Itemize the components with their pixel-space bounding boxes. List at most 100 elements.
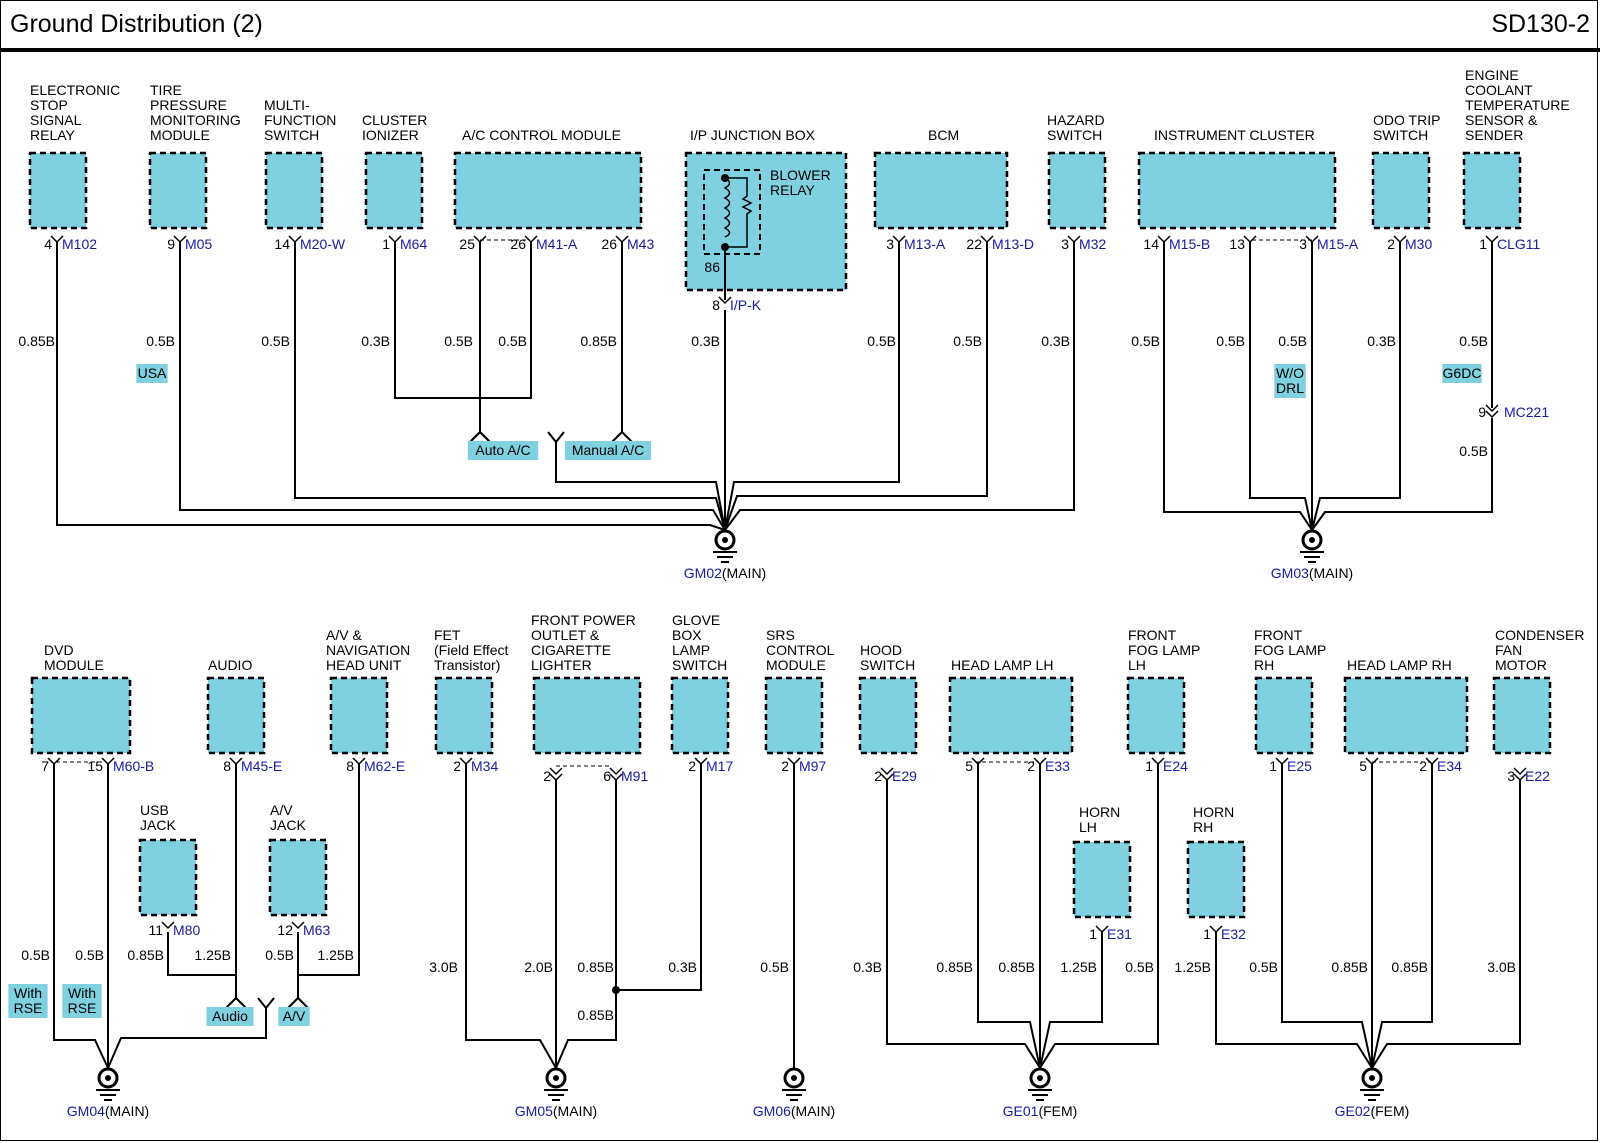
wire bbox=[1311, 242, 1401, 531]
relay-label: RELAY bbox=[770, 182, 816, 198]
pin-number: 8 bbox=[223, 758, 231, 774]
option-label: RSE bbox=[68, 1000, 97, 1016]
component-bcm: BCM bbox=[873, 127, 1009, 230]
pin-number: 5 bbox=[965, 758, 973, 774]
pin-number: 3 bbox=[1299, 236, 1307, 252]
wire-spec: 1.25B bbox=[194, 947, 231, 963]
wire bbox=[555, 442, 726, 531]
wire bbox=[257, 997, 267, 1009]
component-box bbox=[764, 676, 824, 755]
component-label: TEMPERATURE bbox=[1465, 97, 1570, 113]
wire bbox=[298, 764, 360, 976]
pin-number: 3 bbox=[886, 236, 894, 252]
pin-number: 2 bbox=[1027, 758, 1035, 774]
pin-number: 2 bbox=[688, 758, 696, 774]
header-divider bbox=[0, 48, 1600, 52]
wire-spec: 1.25B bbox=[317, 947, 354, 963]
component-label: HEAD LAMP LH bbox=[951, 657, 1053, 673]
connector-code: M15-A bbox=[1317, 236, 1359, 252]
ground-point-center bbox=[553, 1075, 559, 1081]
connector-code: M91 bbox=[621, 768, 648, 784]
pin-number: 6 bbox=[603, 768, 611, 784]
ground-point-center bbox=[1369, 1075, 1375, 1081]
connector-code: E33 bbox=[1045, 758, 1070, 774]
component-label: SWITCH bbox=[672, 657, 727, 673]
pin-number: 1 bbox=[1089, 926, 1097, 942]
component-ic: INSTRUMENT CLUSTER bbox=[1137, 127, 1337, 230]
component-label: I/P JUNCTION BOX bbox=[690, 127, 816, 143]
connector-code: E25 bbox=[1287, 758, 1312, 774]
inline-connector bbox=[1485, 404, 1499, 419]
wire-spec: 0.5B bbox=[953, 333, 982, 349]
ground-label: GM02(MAIN) bbox=[684, 565, 766, 581]
option-box bbox=[1442, 364, 1482, 383]
pin-number: 14 bbox=[1143, 236, 1159, 252]
wire-spec: 3.0B bbox=[429, 959, 458, 975]
wire-spec: 2.0B bbox=[524, 959, 553, 975]
terminal-mark bbox=[291, 921, 305, 930]
component-label: TIRE bbox=[150, 82, 182, 98]
ground-point-center bbox=[791, 1075, 797, 1081]
pin-number: 2 bbox=[453, 758, 461, 774]
option-box bbox=[1274, 364, 1306, 398]
terminal-mark bbox=[473, 235, 487, 244]
component-label: AUDIO bbox=[208, 657, 252, 673]
wire-spec: 0.3B bbox=[1367, 333, 1396, 349]
splice-point bbox=[612, 986, 620, 994]
component-label: SWITCH bbox=[264, 127, 319, 143]
connector-code: M13-A bbox=[904, 236, 946, 252]
terminal-mark bbox=[718, 296, 732, 305]
component-label: HOOD bbox=[860, 642, 902, 658]
wire-spec: 0.85B bbox=[998, 959, 1035, 975]
option-box bbox=[62, 984, 102, 1018]
wire bbox=[394, 242, 480, 399]
relay-label: BLOWER bbox=[770, 167, 831, 183]
component-label: FRONT bbox=[1128, 627, 1177, 643]
pin-number: 1 bbox=[382, 236, 390, 252]
wire bbox=[235, 997, 247, 1009]
pin-number: 22 bbox=[966, 236, 982, 252]
component-label: INSTRUMENT CLUSTER bbox=[1154, 127, 1315, 143]
component-label: MOTOR bbox=[1495, 657, 1547, 673]
wire bbox=[724, 242, 900, 531]
wire bbox=[1281, 764, 1373, 1069]
component-label: USB bbox=[140, 802, 169, 818]
pin-number: 11 bbox=[148, 922, 163, 938]
wire-spec: 0.85B bbox=[18, 333, 55, 349]
connector-code: E31 bbox=[1107, 926, 1132, 942]
pin-number: 2 bbox=[781, 758, 789, 774]
wire-esr bbox=[56, 242, 726, 531]
wire-spec: 0.5B bbox=[1249, 959, 1278, 975]
wire bbox=[1039, 764, 1159, 1069]
wire-spec: 0.5B bbox=[498, 333, 527, 349]
option-label: Auto A/C bbox=[475, 442, 530, 458]
option-box bbox=[8, 984, 48, 1018]
pin-number: 1 bbox=[1145, 758, 1153, 774]
terminal-mark bbox=[161, 921, 175, 930]
pin-number: 25 bbox=[459, 236, 475, 252]
wire-spec: 3.0B bbox=[1487, 959, 1516, 975]
connector-code: MC221 bbox=[1504, 404, 1549, 420]
wire bbox=[265, 997, 275, 1009]
pin-number: 1 bbox=[1479, 236, 1487, 252]
component-label: FRONT bbox=[1254, 627, 1303, 643]
wire-spec: 0.85B bbox=[127, 947, 164, 963]
pin-number: 8 bbox=[712, 297, 720, 313]
pin-number: 1 bbox=[1203, 926, 1211, 942]
component-label: ENGINE bbox=[1465, 67, 1519, 83]
ground-label: GE01(FEM) bbox=[1003, 1103, 1078, 1119]
option-label: Manual A/C bbox=[572, 442, 644, 458]
wire-spec: 0.5B bbox=[1278, 333, 1307, 349]
wire bbox=[1311, 418, 1493, 531]
connector-code: M64 bbox=[400, 236, 427, 252]
component-label: GLOVE bbox=[672, 612, 720, 628]
component-label: SWITCH bbox=[860, 657, 915, 673]
